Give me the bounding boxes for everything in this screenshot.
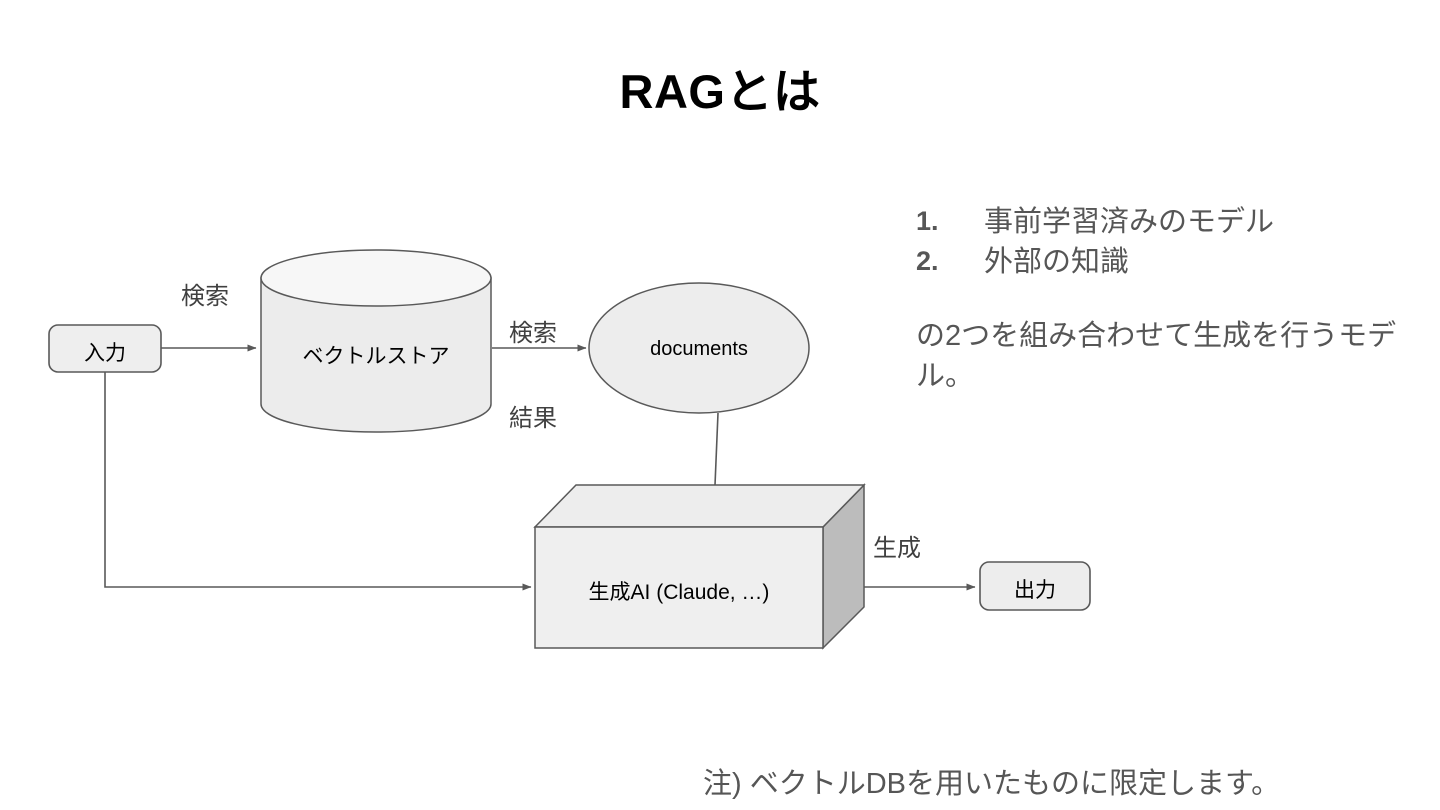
list-item-number: 2. — [916, 246, 939, 277]
node-input-label: 入力 — [84, 342, 126, 365]
node-output-label: 出力 — [1014, 579, 1056, 602]
node-documents[interactable] — [588, 282, 810, 414]
list-item: 1. 事前学習済みのモデル — [916, 203, 1416, 241]
edge-label-generate: 生成 — [873, 535, 921, 562]
node-genai-label: 生成AI (Claude, …) — [588, 581, 770, 604]
edge-label-search: 検索 — [181, 283, 229, 310]
node-vectorstore-label: ベクトルストア — [302, 345, 450, 368]
node-genai[interactable] — [533, 483, 866, 650]
node-output[interactable] — [979, 561, 1091, 611]
node-vectorstore[interactable] — [260, 249, 492, 433]
edge-input-to-genai — [104, 372, 532, 591]
list-item-label: 外部の知識 — [984, 246, 1130, 279]
list-item-label: 事前学習済みのモデル — [984, 206, 1275, 238]
footnote-text: 注) ベクトルDBを用いたものに限定します。 — [703, 768, 1281, 800]
list-item: 2. 外部の知識 — [916, 243, 1416, 281]
node-input[interactable] — [48, 324, 162, 373]
page-title: RAGとは — [619, 65, 821, 118]
edge-label-search-result-line1: 検索 — [509, 319, 557, 347]
edge-label-search-result-line2: 結果 — [509, 404, 557, 432]
list-item-number: 1. — [916, 206, 939, 236]
edge-label-search-result: 検索 結果 — [509, 263, 557, 461]
explanation-paragraph: の2つを組み合わせて生成を行うモデル。 — [916, 319, 1397, 392]
node-documents-label: documents — [650, 338, 748, 360]
explanation-block: 1. 事前学習済みのモデル 2. 外部の知識 の2つを組み合わせて生成を行うモデ… — [916, 203, 1416, 396]
